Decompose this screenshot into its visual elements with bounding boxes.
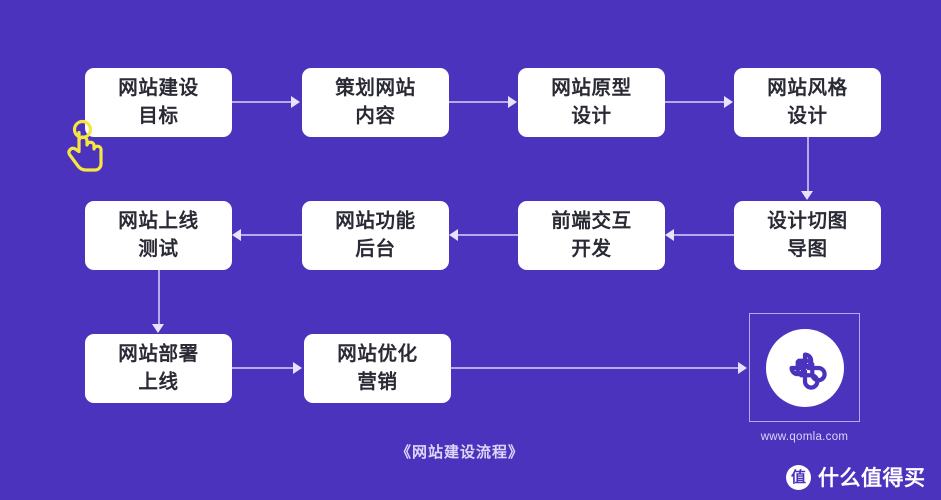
flow-node-optimize-label: 网站优化 营销 bbox=[337, 342, 418, 393]
connector-plan-to-prototype bbox=[449, 101, 511, 103]
watermark-text: 什么值得买 bbox=[818, 467, 926, 490]
diagram-caption: 《网站建设流程》 bbox=[396, 444, 525, 461]
connector-backend-to-launch-test bbox=[239, 234, 302, 236]
connector-deploy-to-optimize bbox=[232, 367, 296, 369]
flow-node-plan[interactable]: 策划网站 内容 bbox=[302, 68, 449, 137]
flow-node-deploy-label: 网站部署 上线 bbox=[118, 342, 199, 393]
watermark: 值 什么值得买 bbox=[786, 462, 926, 492]
arrow-head-deploy-to-optimize bbox=[293, 362, 302, 374]
connector-goal-to-plan bbox=[232, 101, 294, 103]
flow-node-cutting[interactable]: 设计切图 导图 bbox=[734, 201, 881, 270]
flow-node-prototype-label: 网站原型 设计 bbox=[551, 76, 632, 127]
connector-cutting-to-frontend bbox=[672, 234, 734, 236]
flow-node-launch-test[interactable]: 网站上线 测试 bbox=[85, 201, 232, 270]
flow-node-goal[interactable]: 网站建设 目标 bbox=[85, 68, 232, 137]
connector-frontend-to-backend bbox=[456, 234, 518, 236]
arrow-head-frontend-to-backend bbox=[449, 229, 458, 241]
qomla-clover-svg bbox=[788, 351, 827, 390]
connector-prototype-to-style bbox=[665, 101, 727, 103]
arrow-head-style-to-cutting bbox=[801, 191, 813, 200]
arrow-head-prototype-to-style bbox=[724, 96, 733, 108]
flow-node-plan-label: 策划网站 内容 bbox=[335, 76, 416, 127]
flow-node-backend-label: 网站功能 后台 bbox=[335, 209, 416, 260]
arrow-head-cutting-to-frontend bbox=[665, 229, 674, 241]
flow-node-style-label: 网站风格 设计 bbox=[767, 76, 848, 127]
arrow-head-launch-test-to-deploy bbox=[152, 324, 164, 333]
arrow-head-backend-to-launch-test bbox=[232, 229, 241, 241]
tap-hand-cursor-icon bbox=[64, 118, 120, 179]
flow-node-backend[interactable]: 网站功能 后台 bbox=[302, 201, 449, 270]
logo-url-label: www.qomla.com bbox=[760, 431, 849, 443]
flow-node-style[interactable]: 网站风格 设计 bbox=[734, 68, 881, 137]
flow-node-launch-test-label: 网站上线 测试 bbox=[118, 209, 199, 260]
flow-node-optimize[interactable]: 网站优化 营销 bbox=[304, 334, 451, 403]
arrow-head-optimize-to-logo bbox=[738, 362, 747, 374]
flow-node-deploy[interactable]: 网站部署 上线 bbox=[85, 334, 232, 403]
watermark-badge: 值 bbox=[786, 464, 811, 490]
flow-node-frontend[interactable]: 前端交互 开发 bbox=[518, 201, 665, 270]
connector-style-to-cutting bbox=[807, 137, 809, 195]
connector-optimize-to-logo bbox=[451, 367, 741, 369]
flow-node-goal-label: 网站建设 目标 bbox=[118, 76, 199, 127]
connector-launch-test-to-deploy bbox=[158, 270, 160, 328]
logo-panel[interactable] bbox=[749, 313, 860, 422]
flow-node-frontend-label: 前端交互 开发 bbox=[551, 209, 632, 260]
tap-hand-cursor-svg bbox=[67, 119, 103, 172]
qomla-clover-icon bbox=[765, 328, 844, 407]
flow-node-cutting-label: 设计切图 导图 bbox=[767, 209, 848, 260]
flow-node-prototype[interactable]: 网站原型 设计 bbox=[518, 68, 665, 137]
arrow-head-goal-to-plan bbox=[291, 96, 300, 108]
arrow-head-plan-to-prototype bbox=[508, 96, 517, 108]
